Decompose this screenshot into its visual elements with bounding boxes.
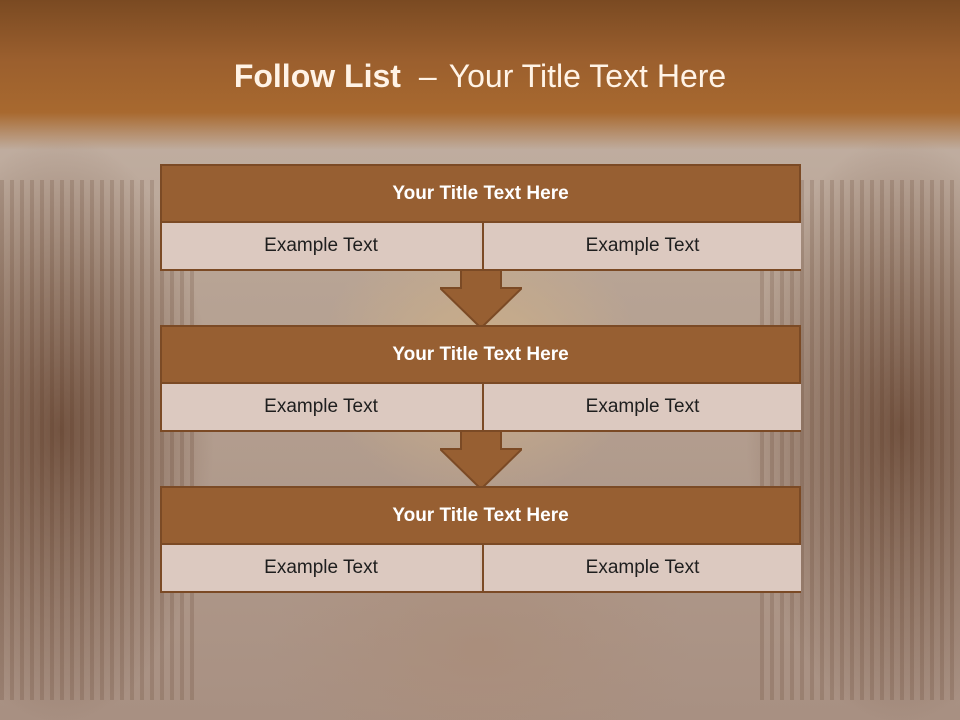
step-box-3: Your Title Text Here Example Text Exampl… [160,486,801,593]
step-cell-right: Example Text [482,545,801,591]
slide-title-bold: Follow List [233,57,401,94]
step-cell-right: Example Text [482,223,801,269]
header-band [0,0,960,150]
down-arrow-icon [440,270,522,328]
down-arrow-icon [440,431,522,489]
step-title: Your Title Text Here [162,488,799,545]
step-cell-left: Example Text [162,384,480,430]
slide-title-rest: Your Title Text Here [448,57,727,94]
step-title: Your Title Text Here [162,327,799,384]
step-cell-left: Example Text [162,545,480,591]
slide-title-separator: – [418,57,437,94]
step-title: Your Title Text Here [162,166,799,223]
step-cell-right: Example Text [482,384,801,430]
step-box-1: Your Title Text Here Example Text Exampl… [160,164,801,271]
slide-title: Follow List – Your Title Text Here [0,54,960,98]
step-cell-left: Example Text [162,223,480,269]
step-box-2: Your Title Text Here Example Text Exampl… [160,325,801,432]
